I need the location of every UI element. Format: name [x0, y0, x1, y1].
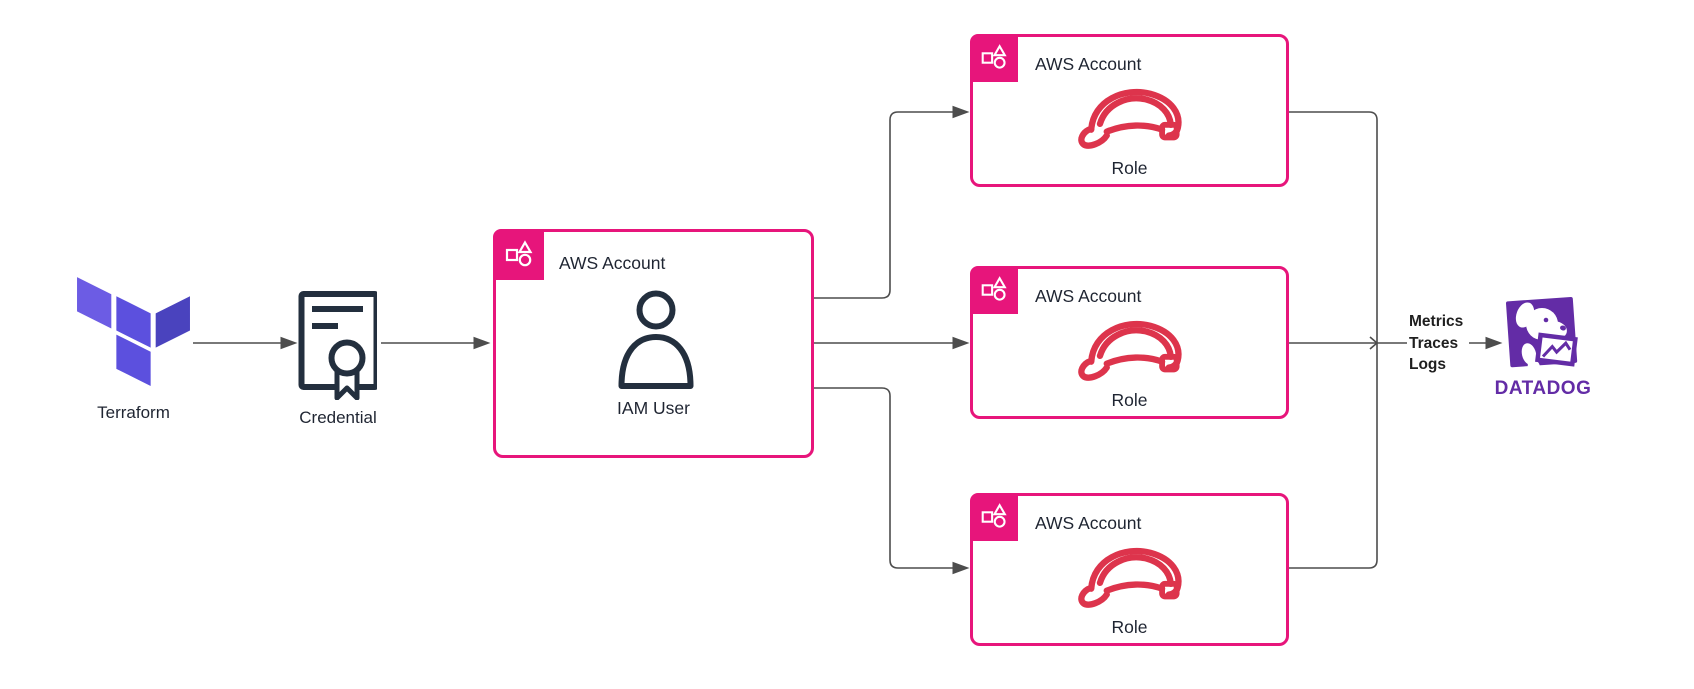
metrics-label: Metrics — [1409, 313, 1464, 330]
role-account-box-1: AWS Account Role — [970, 34, 1289, 187]
terraform-logo — [77, 277, 190, 386]
aws-account-title: AWS Account — [1035, 286, 1142, 306]
datadog-dog-logo — [1505, 296, 1578, 375]
arrowhead — [952, 336, 970, 350]
aws-account-title: AWS Account — [559, 253, 666, 273]
role-label: Role — [1111, 158, 1148, 178]
terraform-label: Terraform — [97, 403, 170, 422]
arrowhead — [952, 561, 970, 575]
iam-role-helmet-icon — [1078, 88, 1182, 149]
role-label: Role — [1111, 390, 1148, 410]
aws-account-title: AWS Account — [1035, 54, 1142, 74]
role-account-box-2: AWS Account Role — [970, 266, 1289, 419]
iam-account-box: AWS Account IAM User — [493, 229, 814, 458]
iam-role-helmet-icon — [1078, 547, 1182, 608]
edge-roles-merge — [1289, 111, 1378, 569]
iam-user-label: IAM User — [617, 398, 690, 418]
datadog-wordmark: DATADOG — [1494, 378, 1592, 399]
edge-iam-to-role-top — [814, 111, 953, 299]
credential-label: Credential — [299, 408, 377, 427]
logs-label: Logs — [1409, 356, 1447, 373]
aws-account-badge — [970, 34, 1018, 82]
role-account-box-3: AWS Account Role — [970, 493, 1289, 646]
edge-iam-to-role-bottom — [814, 387, 953, 569]
aws-account-icon — [981, 44, 1007, 69]
aws-account-icon — [981, 276, 1007, 301]
arrowhead — [473, 336, 491, 350]
certificate-seal-icon — [298, 291, 377, 400]
arrowhead — [280, 336, 298, 350]
arrowhead — [1485, 336, 1503, 350]
aws-account-icon — [981, 503, 1007, 528]
traces-label: Traces — [1409, 334, 1459, 352]
aws-account-badge — [493, 229, 544, 280]
arrowhead — [952, 105, 970, 119]
aws-account-title: AWS Account — [1035, 513, 1142, 533]
aws-account-icon — [505, 239, 532, 266]
iam-role-helmet-icon — [1078, 320, 1182, 381]
telemetry-edge-label: Metrics Traces Logs — [1407, 310, 1470, 377]
aws-account-badge — [970, 266, 1018, 314]
aws-account-badge — [970, 493, 1018, 541]
role-label: Role — [1111, 617, 1148, 637]
iam-user-icon — [618, 290, 694, 389]
